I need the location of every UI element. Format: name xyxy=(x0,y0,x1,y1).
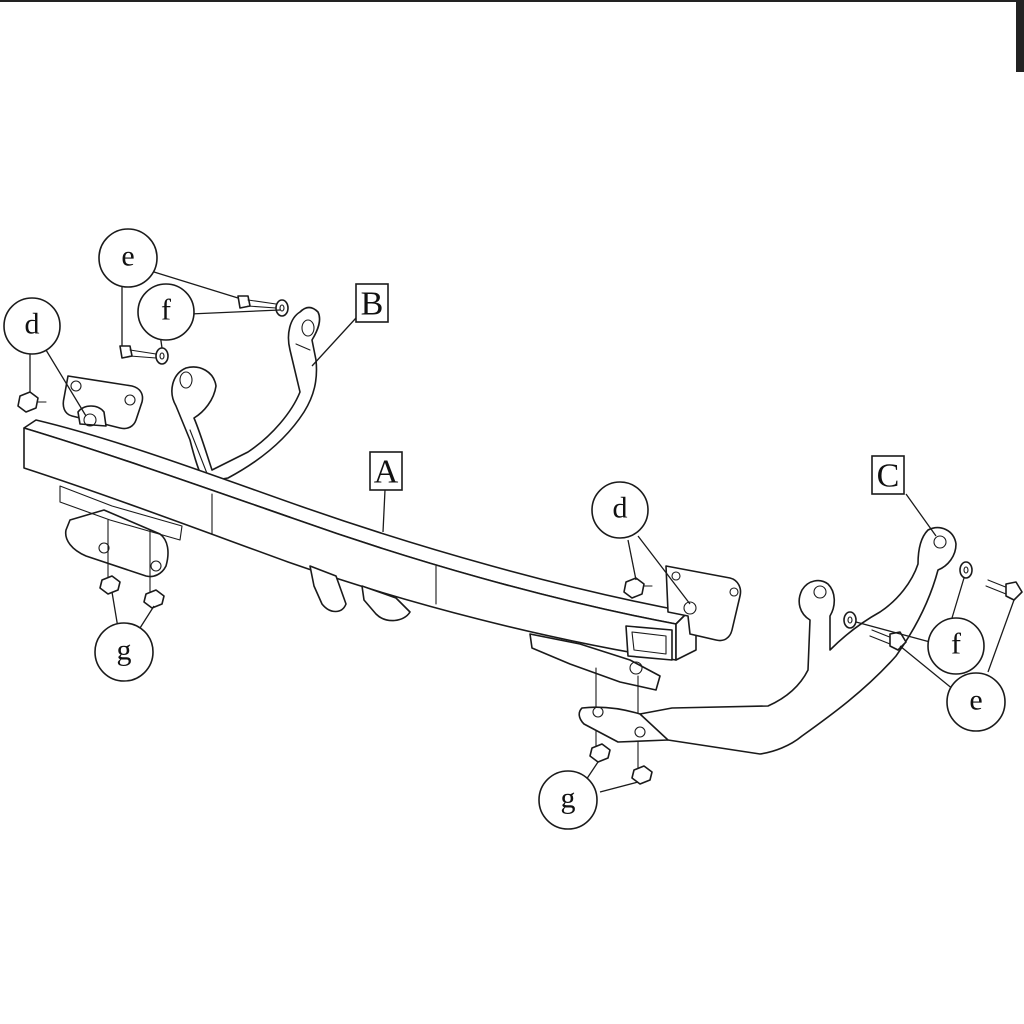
washer-f-lower-left xyxy=(155,347,169,365)
washer-f-right-lower xyxy=(843,611,857,629)
callout-d-right-label: d xyxy=(613,492,628,525)
nut-d-right xyxy=(623,577,653,599)
callout-e-right: e xyxy=(946,672,1006,732)
bolt-e-lower-left xyxy=(119,345,157,359)
part-label-box-c: C xyxy=(871,455,905,495)
bolt-e-right-upper xyxy=(985,579,1023,601)
callout-g-left-label: g xyxy=(117,634,132,667)
bolt-e-upper-left xyxy=(237,295,277,309)
nut-d-left xyxy=(17,391,47,413)
callout-f-right-label: f xyxy=(951,628,961,661)
nut-g-right-1 xyxy=(589,743,611,763)
callout-g-right: g xyxy=(538,770,598,830)
part-label-c: C xyxy=(877,458,900,495)
part-label-box-a: A xyxy=(369,451,403,491)
callout-e-upper-left: e xyxy=(98,228,158,288)
callout-g-right-label: g xyxy=(561,782,576,815)
leader-lines xyxy=(29,271,1015,793)
left-bottom-plate xyxy=(59,485,183,595)
center-hangers xyxy=(309,565,411,622)
nut-g-right-2 xyxy=(631,765,653,785)
bracket-b xyxy=(171,306,321,483)
callout-f-upper-left: f xyxy=(137,283,195,341)
left-top-plate xyxy=(62,375,144,430)
part-label-a: A xyxy=(374,454,399,491)
callout-g-left: g xyxy=(94,622,154,682)
nut-g-left-2 xyxy=(143,589,165,609)
bolt-e-right-lower xyxy=(869,629,907,651)
callout-d-left: d xyxy=(3,297,61,355)
callout-e-right-label: e xyxy=(969,684,982,717)
right-upright-plate xyxy=(665,565,742,642)
callout-f-upper-left-label: f xyxy=(161,294,171,327)
hardware xyxy=(17,295,1023,785)
washer-f-right-upper xyxy=(959,561,973,579)
right-lower-clamp xyxy=(529,633,661,771)
washer-f-upper-left xyxy=(275,299,289,317)
callout-d-right: d xyxy=(591,481,649,539)
part-label-box-b: B xyxy=(355,283,389,323)
corner-marker xyxy=(1016,0,1024,72)
callout-d-left-label: d xyxy=(25,308,40,341)
callout-f-right: f xyxy=(927,617,985,675)
nut-g-left-1 xyxy=(99,575,121,595)
part-label-b: B xyxy=(361,286,384,323)
callout-e-upper-left-label: e xyxy=(121,240,134,273)
